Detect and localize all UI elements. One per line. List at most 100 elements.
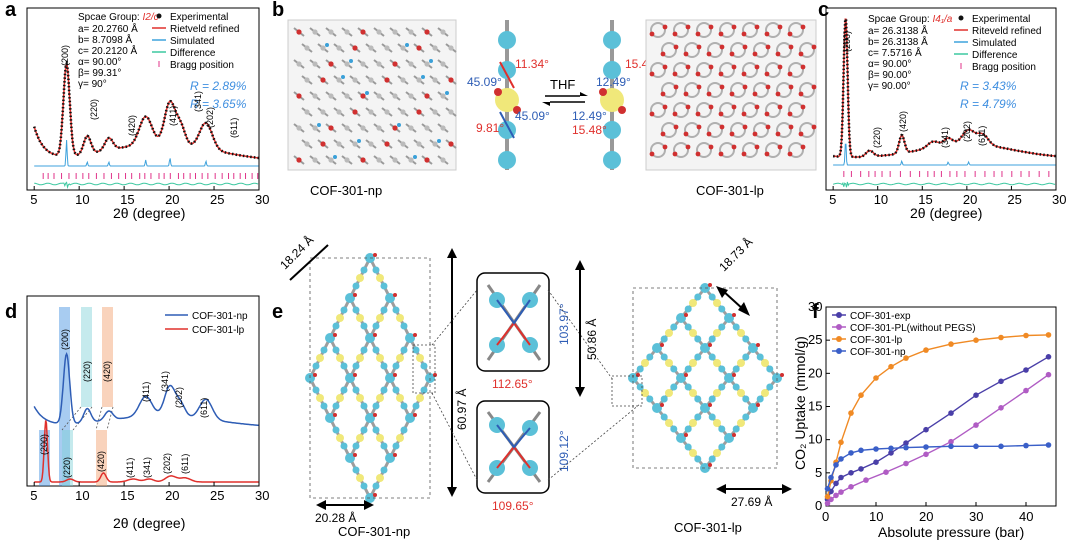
space-group-a: Spcae Group: I2/c	[78, 12, 159, 23]
data-point-2	[873, 375, 879, 381]
difference-pattern-c	[832, 181, 1056, 188]
x-tick-label: 40	[1019, 509, 1033, 524]
x-tick-label-d: 20	[165, 488, 179, 503]
data-point-3	[848, 450, 854, 456]
svg-text:Simulated: Simulated	[170, 36, 214, 47]
svg-text:12.49°: 12.49°	[572, 109, 607, 123]
x-axis-label-a: 2θ (degree)	[113, 205, 185, 221]
svg-text:(411): (411)	[168, 106, 178, 126]
panel-label-a: a	[5, 0, 17, 21]
x-axis-label-d: 2θ (degree)	[113, 515, 185, 531]
svg-text:COF-301-np: COF-301-np	[850, 347, 906, 358]
panel-d: d COF-301-np COF-301-lp (200) (220) (420…	[5, 295, 269, 531]
series-line-0	[826, 356, 1049, 500]
svg-text:a= 26.3138 Å: a= 26.3138 Å	[868, 24, 928, 37]
data-point-0	[923, 426, 929, 433]
inset-bottom: 109.12° 109.65°	[476, 400, 571, 513]
y-tick-label: 5	[815, 465, 822, 480]
panel-e: e 18.24 Å 60.97 Å 20.28 Å COF-301-np 103…	[272, 232, 792, 539]
svg-text:(420): (420)	[102, 361, 112, 382]
svg-text:(202): (202)	[174, 387, 184, 408]
svg-text:(220): (220)	[62, 457, 72, 478]
svg-text:(202): (202)	[205, 107, 215, 128]
highlight-200-np	[59, 307, 70, 486]
svg-text:Experimental: Experimental	[170, 12, 228, 23]
x-tick-label-d: 30	[255, 488, 269, 503]
x-tick-label-a: 25	[210, 192, 224, 207]
experimental-pattern-a	[32, 59, 259, 160]
x-tick-label-c: 20	[963, 192, 977, 207]
panel-b: b COF-301-np 45.09° 11.34° 9.81° 45.09° …	[272, 0, 817, 198]
svg-text:α= 90.00°: α= 90.00°	[868, 59, 911, 70]
x-tick-label: 0	[822, 509, 829, 524]
x-tick-label-c: 15	[918, 192, 932, 207]
equilibrium-arrows: THF	[542, 77, 588, 106]
svg-text:45.09°: 45.09°	[515, 109, 550, 123]
data-point-0	[998, 378, 1004, 385]
svg-text:a= 20.2760 Å: a= 20.2760 Å	[78, 22, 138, 35]
data-point-3	[1045, 442, 1052, 448]
x-tick-label-a: 5	[30, 192, 37, 207]
caption-np-e: COF-301-np	[338, 524, 410, 539]
svg-text:β= 99.31°: β= 99.31°	[78, 68, 121, 79]
svg-text:103.97°: 103.97°	[557, 303, 571, 345]
svg-text:(611): (611)	[229, 118, 239, 138]
rwp-c: R = 4.79%	[960, 97, 1017, 111]
svg-text:11.34°: 11.34°	[515, 57, 549, 71]
x-tick-label-c: 5	[829, 192, 836, 207]
data-point-0	[833, 480, 839, 487]
data-point-3	[873, 446, 879, 452]
svg-text:(411): (411)	[141, 382, 151, 402]
data-point-2	[973, 337, 979, 344]
highlight-420-lp	[96, 430, 107, 486]
data-point-1	[838, 489, 844, 495]
data-point-2	[903, 355, 909, 361]
data-point-3	[903, 444, 909, 451]
highlight-220-lp	[62, 430, 73, 486]
svg-text:18.24 Å: 18.24 Å	[277, 232, 317, 272]
data-point-3	[838, 456, 844, 462]
x-tick-label-d: 5	[30, 488, 37, 503]
data-point-0	[948, 410, 954, 416]
svg-text:(200): (200)	[39, 434, 49, 455]
svg-text:(420): (420)	[127, 115, 137, 136]
space-group-c: Spcae Group: I4₁/a	[868, 14, 953, 25]
panel-label-b: b	[272, 0, 284, 21]
highlight-420-np	[102, 307, 113, 407]
data-point-0	[888, 450, 894, 456]
panel-c: c Spcae Group: I4₁/a a= 26.3138 Å b= 26.…	[818, 0, 1066, 221]
bragg-positions-c	[843, 171, 1050, 177]
svg-text:109.65°: 109.65°	[492, 499, 534, 513]
data-point-0	[903, 440, 909, 446]
svg-text:(220): (220)	[82, 361, 92, 382]
rwp-a: R = 3.65%	[190, 97, 247, 111]
svg-text:12.49°: 12.49°	[596, 75, 631, 89]
lp-framework-network	[628, 283, 784, 473]
peak-labels-a: (200) (220) (420) (411) (341) (202) (611…	[60, 45, 239, 138]
svg-text:(420): (420)	[898, 111, 908, 132]
svg-text:γ= 90°: γ= 90°	[78, 79, 107, 90]
svg-text:COF-301-exp: COF-301-exp	[850, 311, 911, 322]
svg-text:Bragg position: Bragg position	[170, 60, 234, 71]
svg-text:(341): (341)	[193, 91, 203, 112]
data-point-3	[858, 447, 864, 454]
peak-labels-np-d: (200) (220) (420) (411) (341) (202) (611…	[60, 329, 209, 418]
svg-text:(611): (611)	[180, 454, 190, 474]
series-line-2	[826, 334, 1049, 497]
svg-text:20.28 Å: 20.28 Å	[315, 510, 356, 525]
inset-leaders	[412, 289, 643, 481]
rp-c: R = 3.43%	[960, 79, 1017, 93]
svg-text:(341): (341)	[160, 371, 170, 392]
data-point-3	[998, 443, 1004, 450]
data-point-2	[1023, 332, 1029, 339]
legend-d: COF-301-np COF-301-lp	[165, 311, 248, 336]
x-tick-label: 30	[969, 509, 983, 524]
svg-text:(202): (202)	[162, 453, 172, 474]
y-tick-label: 0	[815, 498, 822, 513]
svg-text:109.12°: 109.12°	[557, 430, 571, 472]
svg-text:60.97 Å: 60.97 Å	[454, 389, 469, 430]
data-point-2	[923, 347, 929, 353]
